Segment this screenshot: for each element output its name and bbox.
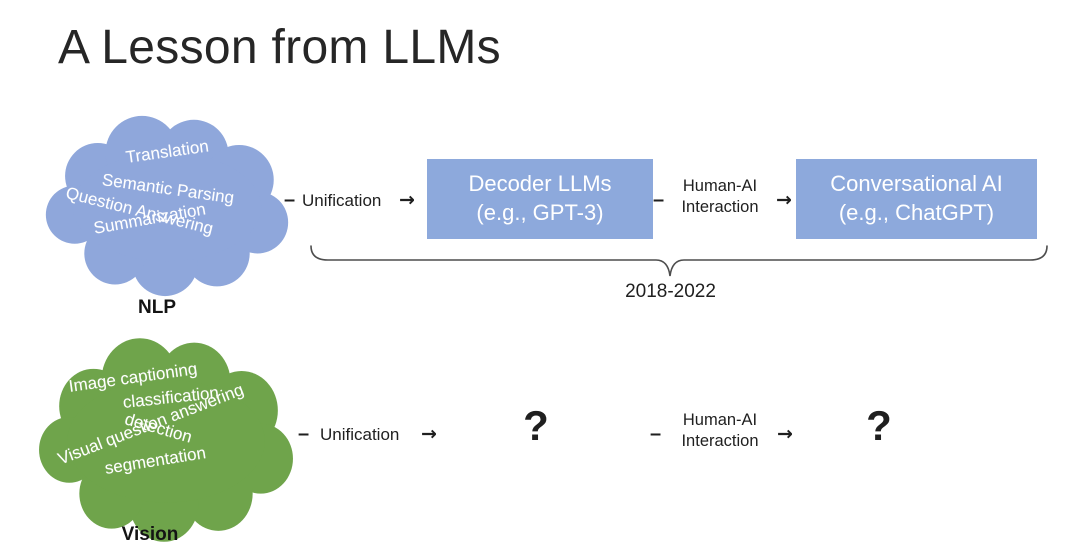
dash-icon: – bbox=[650, 423, 662, 445]
dash-icon: – bbox=[653, 189, 665, 211]
curly-brace-icon bbox=[310, 245, 1048, 277]
human-ai-line2: Interaction bbox=[681, 197, 759, 216]
conversational-ai-line1: Conversational AI bbox=[830, 171, 1003, 197]
vision-cloud-label: Vision bbox=[121, 524, 179, 545]
arrow-right-icon: → bbox=[421, 423, 437, 445]
dash-icon: – bbox=[298, 423, 310, 445]
human-ai-line1: Human-AI bbox=[682, 177, 758, 195]
arrow-right-icon: → bbox=[776, 189, 792, 211]
unknown-model-placeholder-2: ? bbox=[866, 402, 892, 449]
human-ai-line1: Human-AI bbox=[682, 411, 758, 429]
nlp-human-ai-label: Human-AI Interaction bbox=[666, 176, 774, 217]
nlp-cloud-label: NLP bbox=[138, 297, 176, 318]
arrow-right-icon: → bbox=[399, 189, 415, 211]
conversational-ai-box: Conversational AI (e.g., ChatGPT) bbox=[796, 159, 1037, 239]
slide-title: A Lesson from LLMs bbox=[58, 21, 501, 74]
nlp-unification-label: Unification bbox=[302, 191, 382, 210]
decoder-llms-line1: Decoder LLMs bbox=[468, 171, 612, 197]
timespan-label: 2018-2022 bbox=[625, 281, 716, 302]
unknown-model-placeholder-1: ? bbox=[523, 402, 549, 449]
arrow-right-icon: → bbox=[777, 423, 793, 445]
conversational-ai-line2: (e.g., ChatGPT) bbox=[838, 200, 995, 225]
vision-human-ai-label: Human-AI Interaction bbox=[666, 410, 774, 451]
decoder-llms-box: Decoder LLMs (e.g., GPT-3) bbox=[427, 159, 653, 239]
decoder-llms-line2: (e.g., GPT-3) bbox=[476, 200, 604, 225]
dash-icon: – bbox=[284, 189, 296, 211]
human-ai-line2: Interaction bbox=[681, 431, 759, 450]
vision-unification-label: Unification bbox=[320, 425, 400, 444]
